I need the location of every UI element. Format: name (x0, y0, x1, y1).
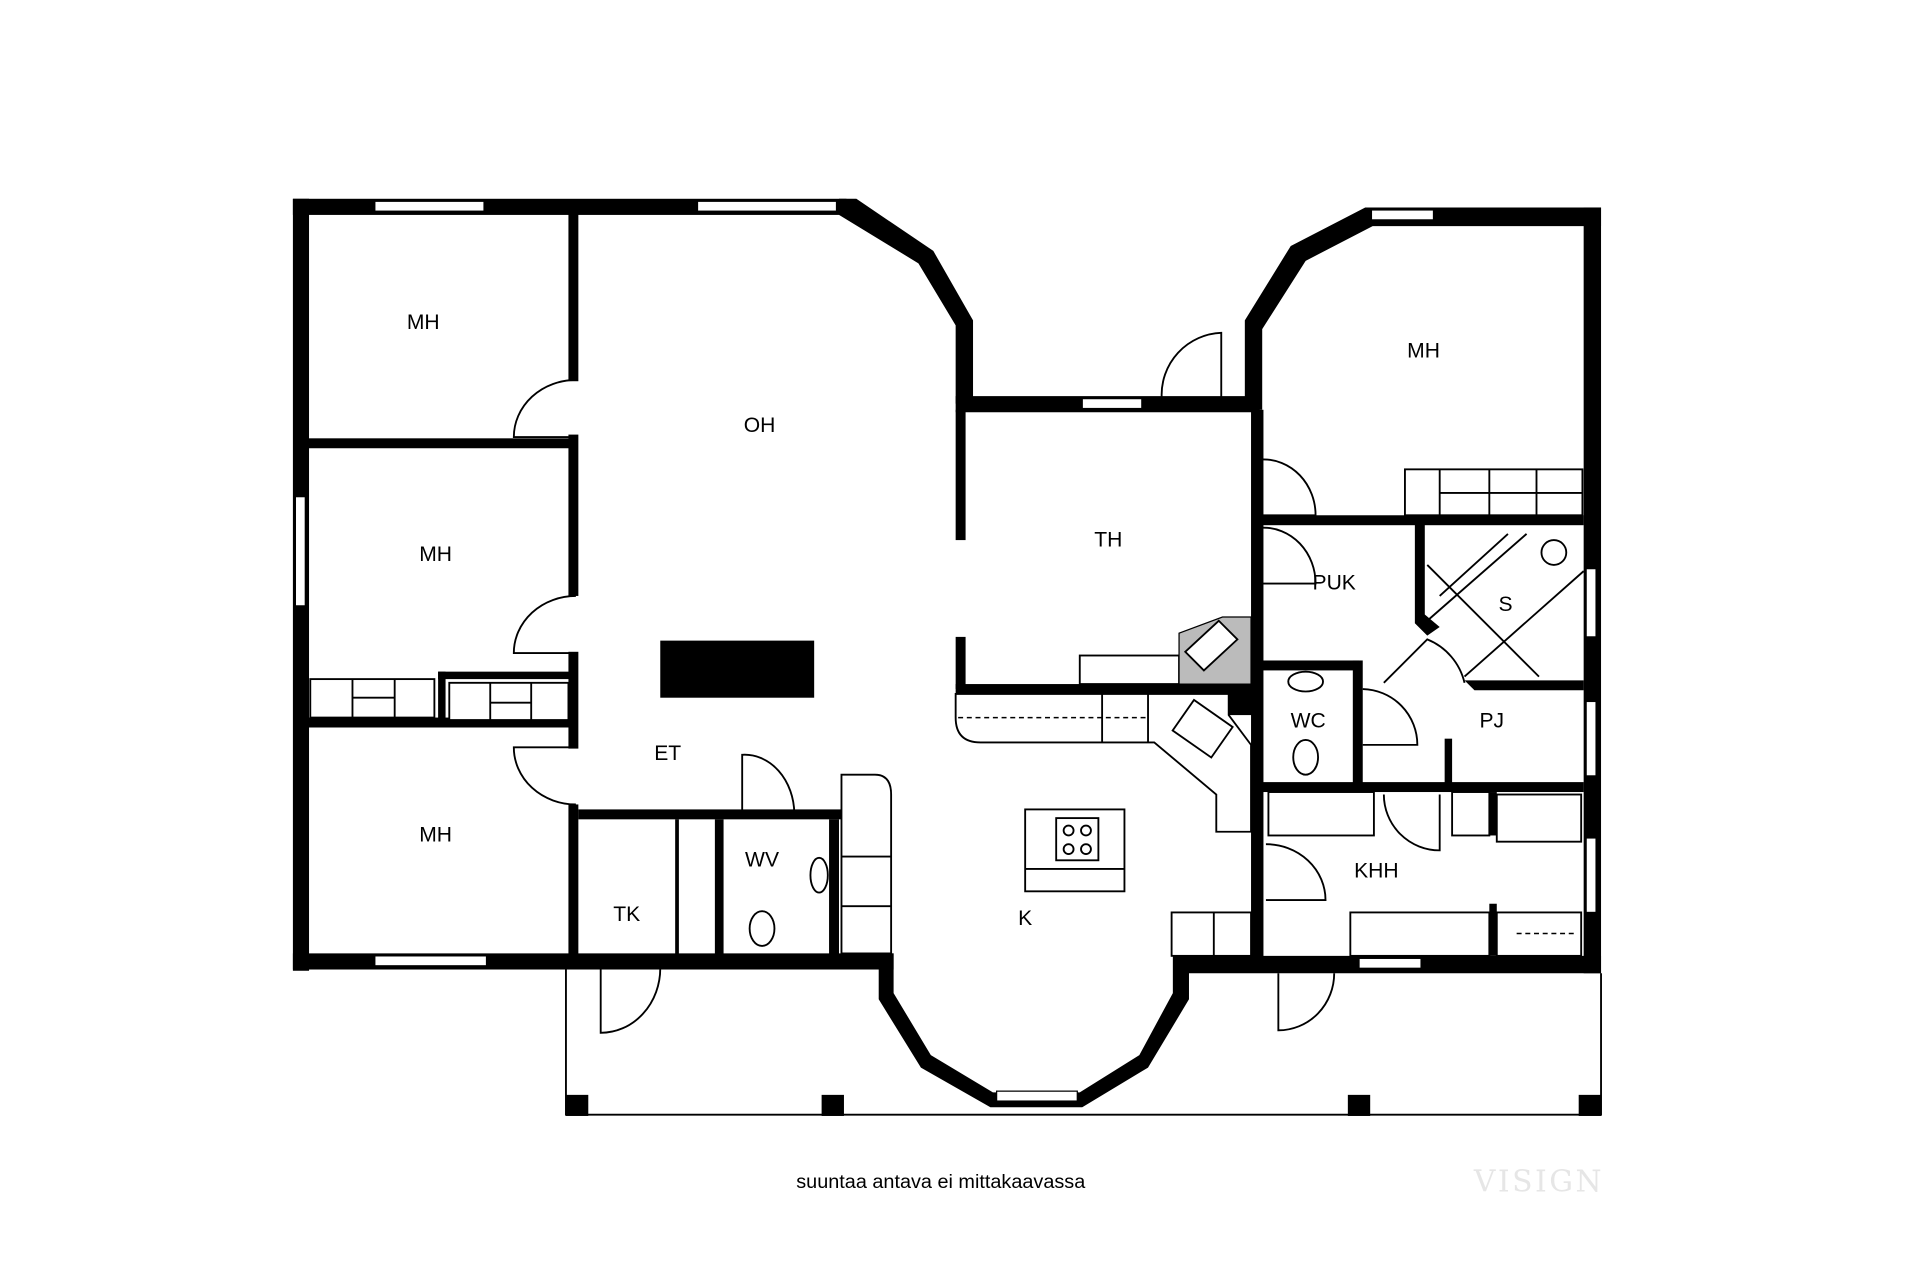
outer-walls (292, 198, 1602, 1108)
room-label-th: TH (1094, 528, 1122, 551)
room-label-wc: WC (1291, 709, 1326, 732)
doors (512, 331, 1466, 1034)
room-label-khh: KHH (1354, 860, 1399, 883)
room-label-tk: TK (613, 903, 640, 926)
room-label-mh-top-left: MH (407, 311, 440, 334)
room-label-oh: OH (744, 414, 776, 437)
room-label-et: ET (654, 742, 681, 765)
room-label-s: S (1498, 593, 1512, 616)
room-label-puk: PUK (1313, 572, 1356, 595)
windows (294, 200, 1597, 1102)
room-label-wv: WV (745, 849, 779, 872)
room-label-mh-mid-left: MH (419, 543, 452, 566)
room-label-mh-right: MH (1407, 340, 1440, 363)
porch (565, 968, 1602, 1116)
room-label-pj: PJ (1480, 709, 1505, 732)
room-label-k: K (1018, 907, 1032, 930)
room-label-mh-bottom-left: MH (419, 824, 452, 847)
interior-walls (307, 213, 1584, 969)
footer-note: suuntaa antava ei mittakaavassa (796, 1171, 1086, 1193)
watermark-logo: VISIGN (1473, 1165, 1604, 1200)
fixtures (309, 468, 1585, 957)
